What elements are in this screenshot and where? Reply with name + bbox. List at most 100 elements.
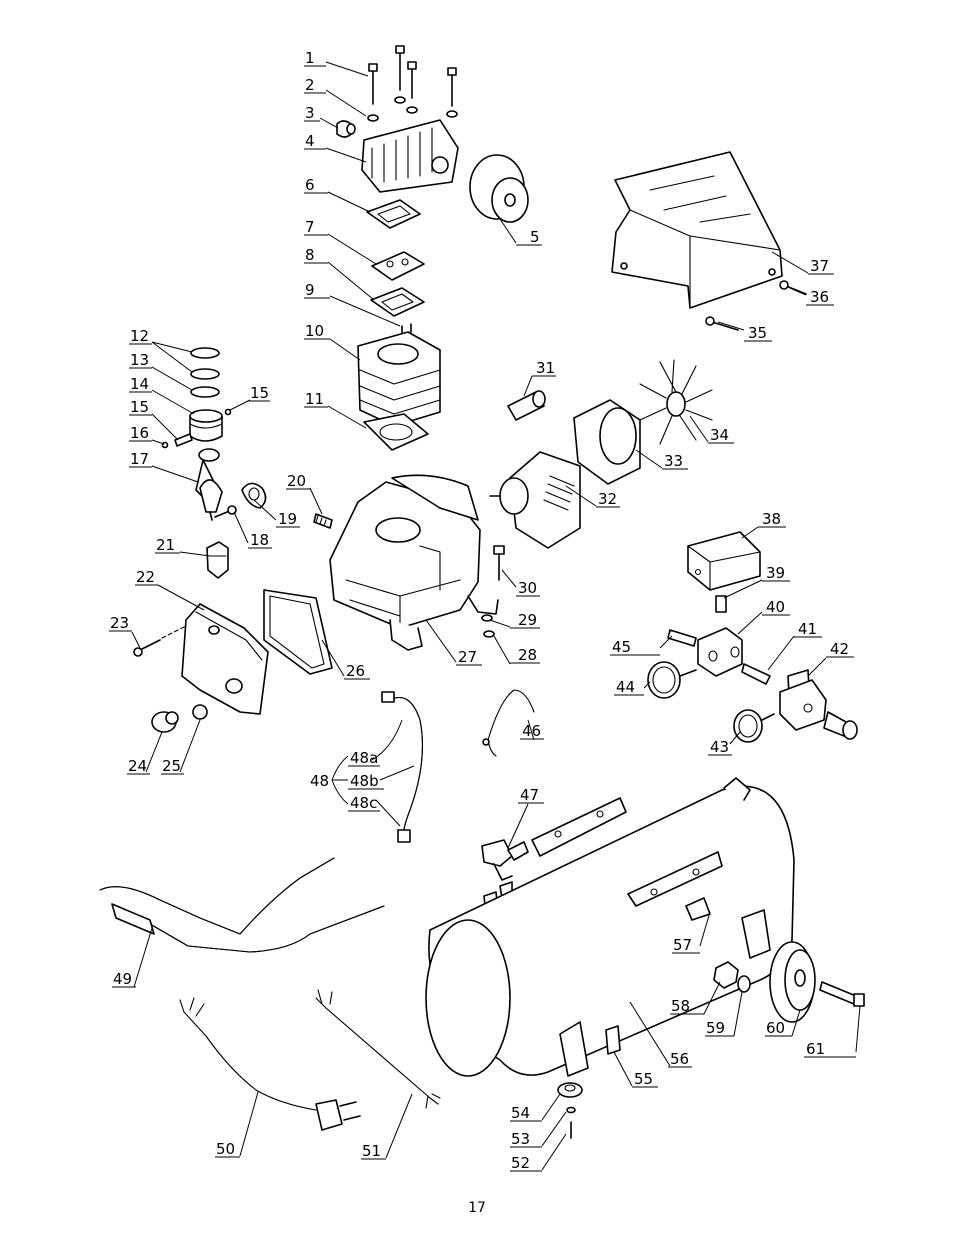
label-part-20: 20: [287, 472, 306, 490]
part-pulley: [469, 154, 529, 223]
label-part-44: 44: [616, 678, 635, 696]
part-lock-washer: [481, 614, 493, 622]
part-cover-gasket: [263, 589, 333, 675]
part-washers: [367, 96, 458, 122]
label-part-2: 2: [305, 76, 315, 94]
label-part-49: 49: [113, 970, 132, 988]
label-part-18: 18: [250, 531, 269, 549]
part-nipple-41: [741, 663, 771, 685]
part-manifold: [697, 627, 743, 677]
label-part-31: 31: [536, 359, 555, 377]
part-labels: 1 2 3 4 5 6 7 8 9 10 11 12 13 14 15 15 1…: [109, 49, 856, 1172]
label-part-15b: 15: [130, 398, 149, 416]
part-washer-53: [566, 1106, 576, 1114]
part-pins: [401, 323, 412, 335]
part-crankcase-cover: [181, 603, 269, 715]
label-part-13: 13: [130, 351, 149, 369]
part-fitting-45: [667, 629, 697, 647]
part-cylinder: [357, 331, 441, 427]
part-nipple-39: [715, 595, 727, 613]
part-fan-shroud: [573, 399, 641, 485]
label-part-14: 14: [130, 375, 149, 393]
part-screw-20: [313, 513, 333, 529]
label-part-38: 38: [762, 510, 781, 528]
part-breather: [206, 541, 229, 579]
label-part-28: 28: [518, 646, 537, 664]
part-unloader-tube: [482, 689, 535, 757]
label-part-9: 9: [305, 281, 315, 299]
label-part-22: 22: [136, 568, 155, 586]
leader-lines: [131, 61, 861, 1171]
label-part-48b: 48b: [350, 772, 379, 790]
part-bolt-30: [493, 545, 505, 581]
label-part-53: 53: [511, 1130, 530, 1148]
label-part-10: 10: [305, 322, 324, 340]
label-part-27: 27: [458, 648, 477, 666]
label-part-26: 26: [346, 662, 365, 680]
part-screw-23: [133, 625, 187, 657]
label-part-5: 5: [530, 228, 540, 246]
part-axle-bolt: [819, 981, 865, 1007]
label-part-35: 35: [748, 324, 767, 342]
label-part-11: 11: [305, 390, 324, 408]
part-wheel: [769, 941, 816, 1023]
part-pressure-switch: [687, 531, 761, 591]
part-valve-gasket-top: [366, 199, 421, 229]
label-part-50: 50: [216, 1140, 235, 1158]
label-part-21: 21: [156, 536, 175, 554]
part-eccentric: [241, 482, 267, 509]
part-connecting-rod: [195, 448, 223, 521]
label-part-47: 47: [520, 786, 539, 804]
part-piston: [189, 409, 223, 442]
label-part-16: 16: [130, 424, 149, 442]
label-part-41: 41: [798, 620, 817, 638]
label-part-8: 8: [305, 246, 315, 264]
label-part-32: 32: [598, 490, 617, 508]
label-part-56: 56: [670, 1050, 689, 1068]
part-tank: [425, 777, 795, 1077]
part-crankcase: [329, 474, 499, 651]
label-part-39: 39: [766, 564, 785, 582]
part-plug-24: [151, 711, 179, 733]
part-outlet-tube: [381, 691, 424, 843]
part-screw-18: [214, 505, 237, 518]
part-motor-wire: [315, 989, 441, 1109]
label-part-24: 24: [128, 757, 147, 775]
part-cylinder-gasket: [363, 413, 429, 451]
label-part-51: 51: [362, 1142, 381, 1160]
label-part-17: 17: [130, 450, 149, 468]
label-part-58: 58: [671, 997, 690, 1015]
label-part-34: 34: [710, 426, 729, 444]
part-foot-54: [557, 1082, 583, 1098]
label-part-1: 1: [305, 49, 315, 67]
part-motor: [489, 451, 581, 549]
label-part-59: 59: [706, 1019, 725, 1037]
label-part-7: 7: [305, 218, 315, 236]
part-wrist-pin: [161, 408, 232, 449]
part-elbow-fitting: [336, 120, 356, 138]
label-part-48a: 48a: [350, 749, 378, 767]
part-regulator: [779, 669, 827, 731]
part-screw-35: [705, 316, 739, 331]
label-part-15a: 15: [250, 384, 269, 402]
label-part-43: 43: [710, 738, 729, 756]
part-handle: [99, 857, 385, 953]
part-gauge-44: [647, 661, 697, 699]
label-part-45: 45: [612, 638, 631, 656]
label-part-60: 60: [766, 1019, 785, 1037]
part-cylinder-head: [361, 119, 459, 193]
label-part-57: 57: [673, 936, 692, 954]
label-part-25: 25: [162, 757, 181, 775]
part-bushing-57: [685, 897, 711, 921]
label-part-29: 29: [518, 611, 537, 629]
part-piston-rings: [190, 347, 220, 398]
part-o-ring: [192, 704, 208, 720]
label-part-4: 4: [305, 132, 315, 150]
part-belt-guard: [611, 151, 783, 309]
part-nut-58: [713, 961, 739, 989]
part-valve-gasket-bottom: [370, 287, 425, 317]
part-check-valve: [481, 839, 529, 881]
part-flat-washer: [483, 630, 495, 638]
part-capacitor: [507, 390, 546, 421]
